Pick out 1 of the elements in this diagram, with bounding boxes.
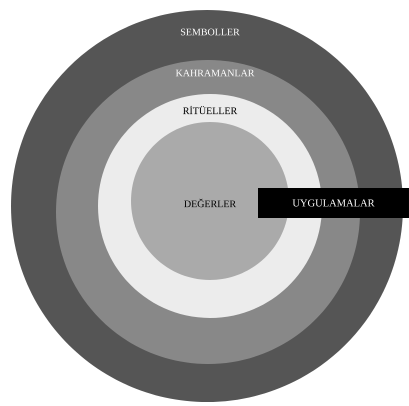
onion-layer: DEĞERLER bbox=[131, 122, 289, 280]
